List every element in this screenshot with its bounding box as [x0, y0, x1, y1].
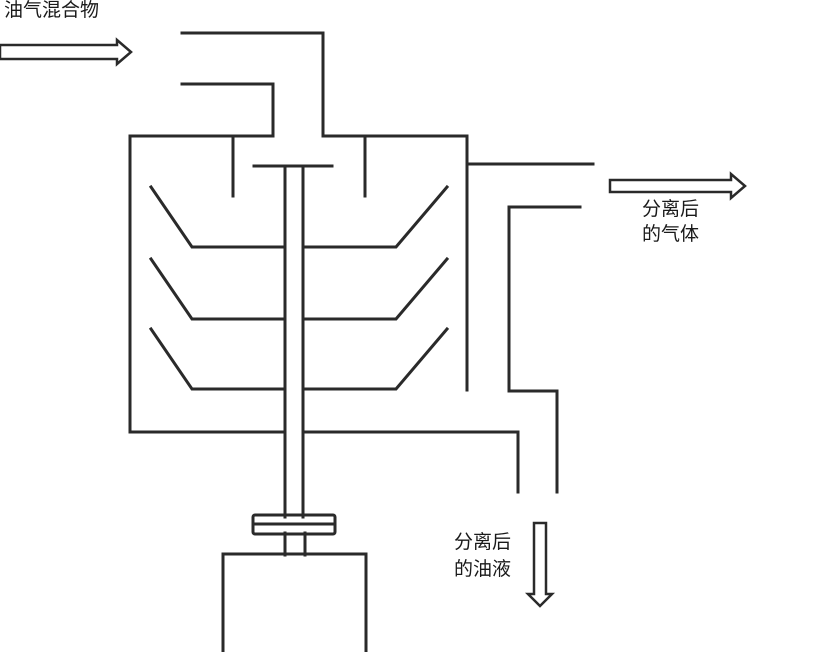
gas-outlet-pipe	[465, 162, 595, 494]
rotating-shaft	[283, 164, 307, 557]
oil-outlet-label-line2: 的油液	[454, 558, 512, 580]
inlet-label: 油气混合物	[4, 0, 100, 21]
motor	[221, 552, 368, 652]
inlet-arrow	[0, 37, 133, 67]
gas-outlet-label-line2: 的气体	[642, 223, 700, 245]
separator-housing	[128, 134, 520, 494]
inlet-pipe	[128, 31, 469, 138]
separator-cone-plates	[148, 184, 450, 391]
oil-outlet-label-line1: 分离后	[454, 531, 512, 553]
oil-outlet-arrow	[524, 521, 556, 608]
gas-outlet-arrow	[608, 171, 747, 201]
gas-outlet-label-line1: 分离后	[642, 198, 700, 220]
shaft-coupling	[251, 513, 337, 536]
